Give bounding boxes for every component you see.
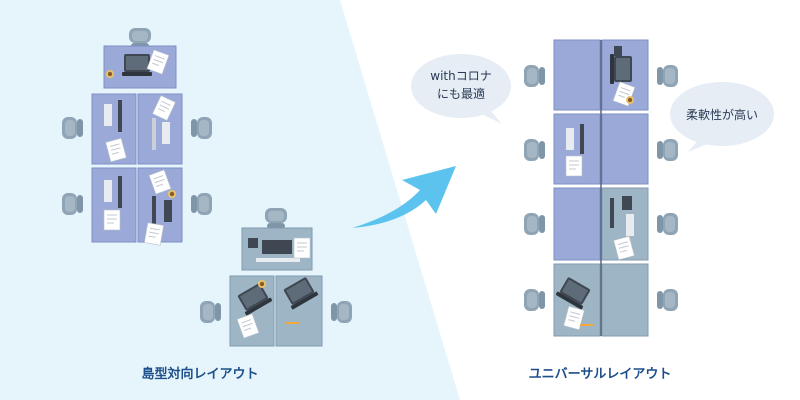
monitor-icon [152,196,156,228]
pen-icon [580,324,594,326]
chair-icon [524,65,545,87]
phone-icon [622,196,632,210]
chair-icon [657,139,678,161]
monitor-icon [118,100,122,132]
chair-icon [200,301,221,323]
monitor-icon [580,124,584,154]
speech-bubble-icon: 柔軟性が高い [670,82,774,152]
chair-icon [265,208,287,229]
laptop-icon [122,54,152,76]
pen-icon [286,322,300,324]
mug-icon [106,70,114,78]
island-layout-cluster-top [62,28,212,246]
keyboard-icon [566,128,574,150]
monitor-icon [610,198,614,228]
mug-icon [626,96,634,104]
chair-icon [657,289,678,311]
keyboard-icon [626,214,634,236]
chair-icon [657,213,678,235]
keyboard-icon [104,180,112,202]
chair-icon [191,117,212,139]
bubble-flexible: 柔軟性が高い [686,107,758,122]
keyboard-icon [104,104,112,126]
chair-icon [62,193,83,215]
monitor-icon [152,118,156,150]
laptop-icon [610,54,632,84]
paper-icon [103,209,121,231]
island-layout-cluster-bottom [200,208,352,347]
bubble-corona-line1: withコロナ [430,69,491,83]
monitor-icon [256,258,300,262]
speech-bubble-icon: withコロナ にも最適 [411,54,511,124]
chair-icon [657,65,678,87]
universal-layout-label: ユニバーサルレイアウト [529,367,672,382]
desk [601,263,649,337]
keyboard-icon [164,200,172,222]
bubble-corona-line2: にも最適 [437,86,485,101]
arrow-icon [352,166,456,228]
paper-icon [293,237,311,259]
chair-icon [331,301,352,323]
mug-icon [168,190,176,198]
island-layout-label: 島型対向レイアウト [141,366,258,382]
desk [601,113,649,185]
keyboard-icon [162,122,170,144]
desk [553,39,601,111]
paper-icon [143,222,165,246]
chair-icon [524,213,545,235]
desk [91,167,137,243]
mug-icon [258,280,266,288]
chair-icon [191,193,212,215]
desk [553,187,601,261]
phone-icon [614,46,622,56]
keyboard-icon [262,240,292,254]
chair-icon [524,289,545,311]
universal-layout-cluster [524,39,678,337]
monitor-icon [118,176,122,208]
chair-icon [62,117,83,139]
phone-icon [248,238,258,248]
paper-icon [565,155,583,177]
chair-icon [524,139,545,161]
